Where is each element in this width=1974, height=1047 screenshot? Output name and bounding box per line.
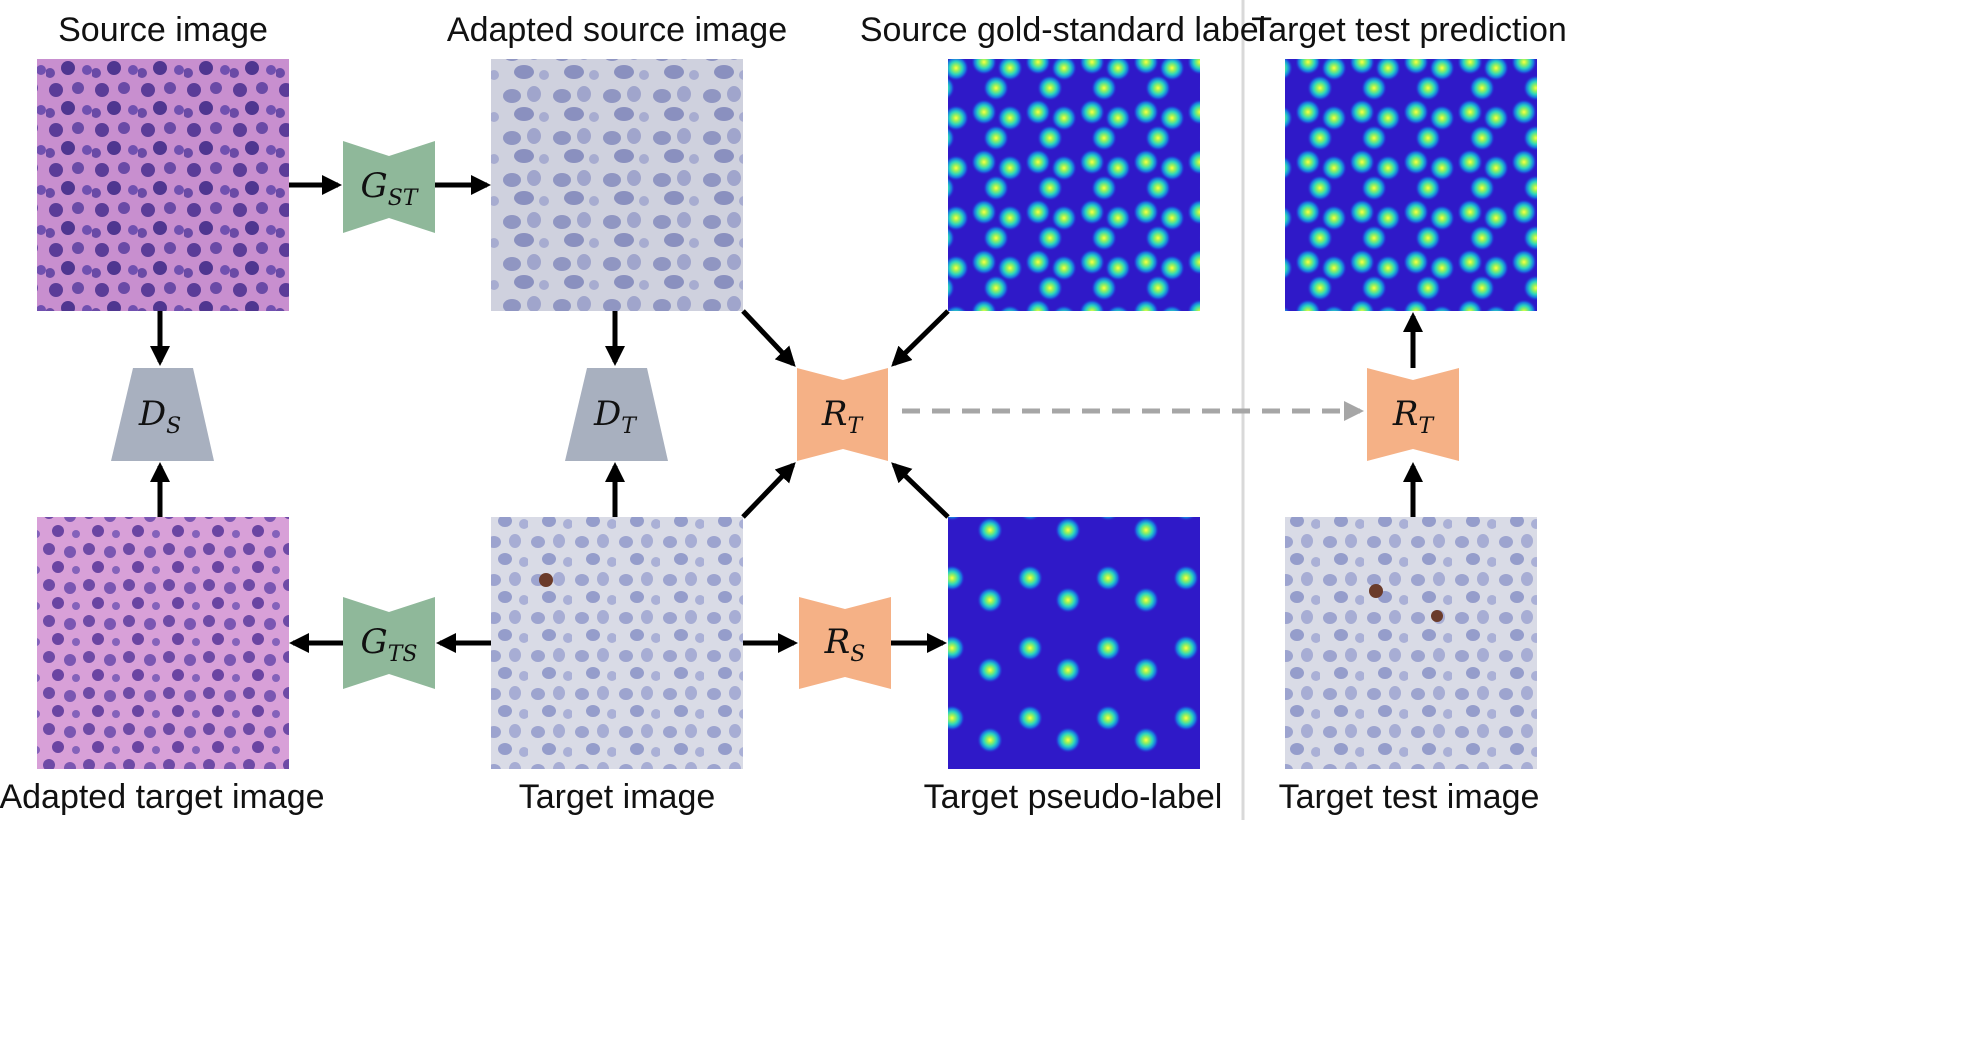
caption-target-image: Target image xyxy=(519,778,716,816)
target-test-prediction-image xyxy=(1285,59,1537,311)
arrow-gold-label-to-rt xyxy=(891,309,950,367)
label-r-s: RS xyxy=(824,622,866,667)
label-d-s: DS xyxy=(138,394,181,439)
adapted-target-image xyxy=(37,517,289,769)
label-r-t: RT xyxy=(821,394,865,439)
regressor-r-t-test xyxy=(1367,368,1459,461)
caption-adapted-source-image: Adapted source image xyxy=(447,11,787,49)
label-d-t: DT xyxy=(593,394,638,439)
target-test-image xyxy=(1285,517,1537,769)
caption-source-gold-standard-label: Source gold-standard label xyxy=(860,11,1266,49)
caption-target-test-image: Target test image xyxy=(1279,778,1540,816)
caption-target-test-prediction: Target test prediction xyxy=(1251,11,1567,49)
adapted-source-image xyxy=(491,59,743,311)
arrow-pseudo-label-to-rt xyxy=(891,462,950,519)
target-pseudo-label-image xyxy=(948,517,1200,769)
caption-adapted-target-image: Adapted target image xyxy=(0,778,325,816)
discriminator-d-t xyxy=(565,368,668,461)
regressor-r-s xyxy=(799,597,891,689)
caption-source-image: Source image xyxy=(58,11,268,49)
target-image xyxy=(491,517,743,769)
stained-nucleus xyxy=(1369,584,1383,598)
label-r-t-test: RT xyxy=(1392,394,1436,439)
label-g-st: GST xyxy=(361,166,420,211)
regressor-r-t xyxy=(797,368,888,461)
arrow-target-to-rt xyxy=(741,462,796,519)
stained-nucleus xyxy=(539,573,553,587)
label-g-ts: GTS xyxy=(361,622,418,667)
generator-g-ts xyxy=(343,597,435,689)
caption-target-pseudo-label: Target pseudo-label xyxy=(924,778,1223,816)
source-image xyxy=(37,59,289,311)
stained-nucleus xyxy=(1431,610,1443,622)
discriminator-d-s xyxy=(111,368,214,461)
generator-g-st xyxy=(343,141,435,233)
source-gold-standard-label-image xyxy=(948,59,1200,311)
arrow-adapted-source-to-rt xyxy=(741,309,796,367)
